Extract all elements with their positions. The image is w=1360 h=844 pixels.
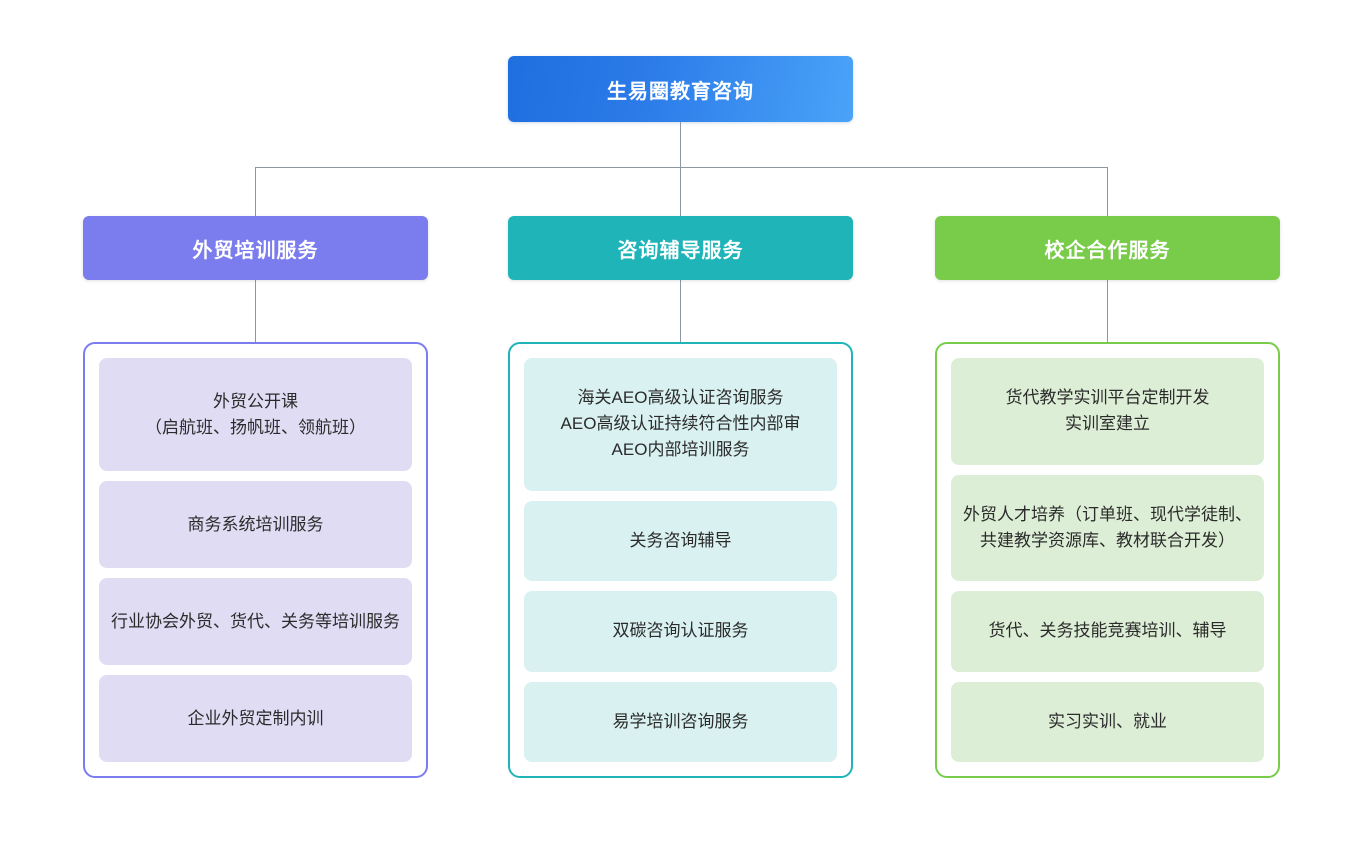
leaf-item[interactable]: 货代教学实训平台定制开发 实训室建立 bbox=[951, 358, 1264, 465]
leaf-item[interactable]: 货代、关务技能竞赛培训、辅导 bbox=[951, 591, 1264, 672]
leaf-item[interactable]: 实习实训、就业 bbox=[951, 681, 1264, 762]
leaf-item[interactable]: 外贸人才培养（订单班、现代学徒制、共建教学资源库、教材联合开发） bbox=[951, 474, 1264, 581]
leaf-item[interactable]: 易学培训咨询服务 bbox=[524, 681, 837, 762]
branch-1-body-connector bbox=[255, 280, 256, 342]
branch-column-3: 校企合作服务 货代教学实训平台定制开发 实训室建立 外贸人才培养（订单班、现代学… bbox=[935, 216, 1280, 778]
leaf-item[interactable]: 行业协会外贸、货代、关务等培训服务 bbox=[99, 578, 412, 665]
root-stem-connector bbox=[680, 122, 681, 168]
leaf-item[interactable]: 商务系统培训服务 bbox=[99, 481, 412, 568]
branch-column-1: 外贸培训服务 外贸公开课 （启航班、扬帆班、领航班） 商务系统培训服务 行业协会… bbox=[83, 216, 428, 778]
leaf-item[interactable]: 双碳咨询认证服务 bbox=[524, 591, 837, 672]
branch-column-2: 咨询辅导服务 海关AEO高级认证咨询服务 AEO高级认证持续符合性内部审 AEO… bbox=[508, 216, 853, 778]
branch-2-body-connector bbox=[680, 280, 681, 342]
leaf-item[interactable]: 海关AEO高级认证咨询服务 AEO高级认证持续符合性内部审 AEO内部培训服务 bbox=[524, 358, 837, 491]
branch-body-2: 海关AEO高级认证咨询服务 AEO高级认证持续符合性内部审 AEO内部培训服务 … bbox=[508, 342, 853, 778]
branch-body-1: 外贸公开课 （启航班、扬帆班、领航班） 商务系统培训服务 行业协会外贸、货代、关… bbox=[83, 342, 428, 778]
branch-header-3[interactable]: 校企合作服务 bbox=[935, 216, 1280, 280]
leaf-item[interactable]: 外贸公开课 （启航班、扬帆班、领航班） bbox=[99, 358, 412, 471]
branch-1-drop-connector bbox=[255, 167, 256, 216]
branch-2-drop-connector bbox=[680, 167, 681, 216]
branch-3-drop-connector bbox=[1107, 167, 1108, 216]
leaf-item[interactable]: 企业外贸定制内训 bbox=[99, 675, 412, 762]
branch-header-1[interactable]: 外贸培训服务 bbox=[83, 216, 428, 280]
leaf-item[interactable]: 关务咨询辅导 bbox=[524, 500, 837, 581]
root-node[interactable]: 生易圈教育咨询 bbox=[508, 56, 853, 122]
branch-body-3: 货代教学实训平台定制开发 实训室建立 外贸人才培养（订单班、现代学徒制、共建教学… bbox=[935, 342, 1280, 778]
branch-header-2[interactable]: 咨询辅导服务 bbox=[508, 216, 853, 280]
horizontal-bus-connector bbox=[255, 167, 1108, 168]
branch-3-body-connector bbox=[1107, 280, 1108, 342]
